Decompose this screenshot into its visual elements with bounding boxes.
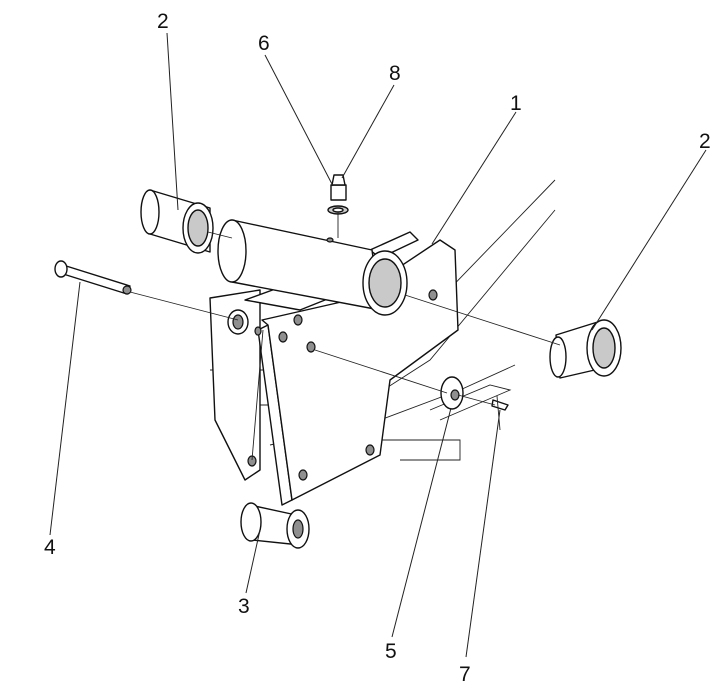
mounting-hole — [365, 444, 375, 456]
callout-6: 6 — [258, 32, 270, 55]
leader-lines — [49, 32, 707, 658]
pivot-tube — [217, 219, 408, 316]
axis-lines — [129, 212, 561, 461]
callout-5: 5 — [385, 640, 397, 663]
mounting-hole — [254, 326, 262, 336]
callout-1: 1 — [510, 92, 522, 115]
pin — [54, 260, 132, 295]
mounting-hole — [428, 289, 438, 301]
washer — [440, 376, 464, 410]
callout-2-left: 2 — [157, 10, 169, 33]
grease-fitting — [327, 174, 349, 215]
callout-4: 4 — [44, 536, 56, 559]
mounting-hole — [293, 314, 303, 326]
callout-8: 8 — [389, 62, 401, 85]
roller — [240, 502, 310, 549]
mounting-hole — [306, 341, 316, 353]
bushing-left — [140, 189, 214, 254]
mounting-hole — [298, 469, 308, 481]
mounting-hole — [278, 331, 288, 343]
callout-3: 3 — [238, 595, 250, 618]
callout-2-right: 2 — [699, 130, 711, 153]
bushing-right — [549, 319, 622, 379]
callout-7: 7 — [459, 663, 471, 686]
